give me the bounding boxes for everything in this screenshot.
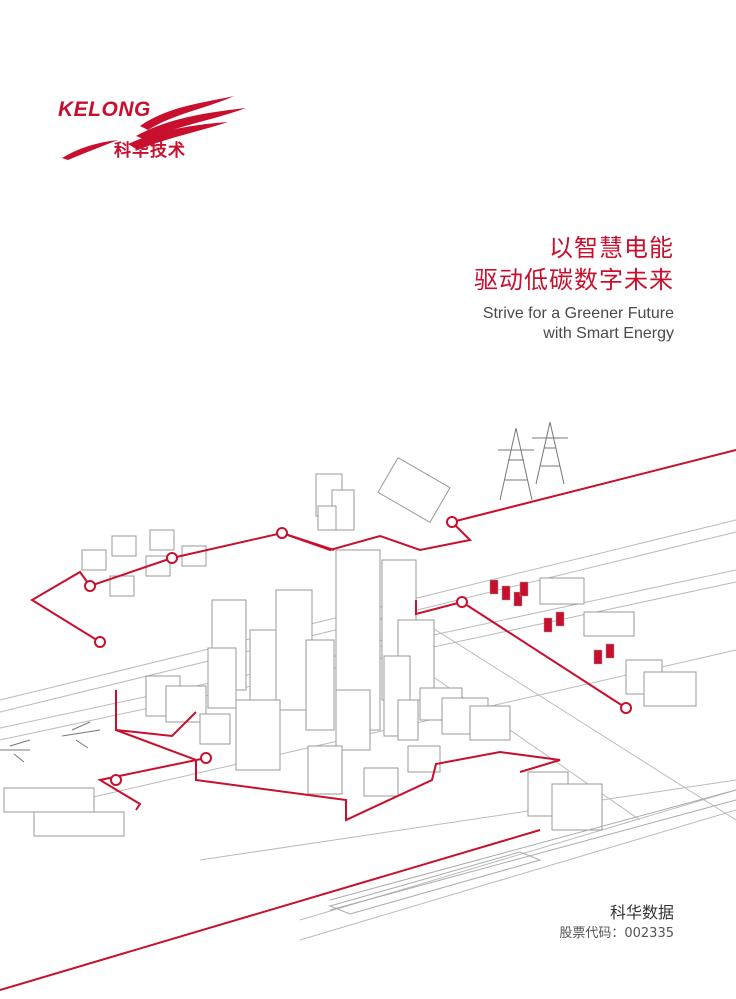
headline-cn-line2: 驱动低碳数字未来	[474, 266, 674, 294]
headline-cn-line1: 以智慧电能	[549, 234, 674, 262]
logo-wordmark: KELONG	[58, 98, 151, 121]
swoosh-icon	[62, 96, 246, 160]
stock-code-line: 股票代码：002335	[559, 924, 674, 944]
logo-chinese-name: 科华技术	[114, 141, 186, 161]
headline: 以智慧电能 驱动低碳数字未来 Strive for a Greener Futu…	[474, 232, 674, 344]
stock-code: 002335	[624, 926, 674, 941]
headline-en-line2: with Smart Energy	[543, 325, 674, 342]
stock-label: 股票代码：	[559, 926, 625, 941]
company-name: 科华数据	[609, 903, 674, 922]
company-info: 科华数据 股票代码：002335	[559, 902, 674, 944]
kelong-logo: KELONG 科华技术	[58, 96, 248, 162]
headline-en-line1: Strive for a Greener Future	[482, 305, 674, 322]
smart-city-illustration	[0, 421, 736, 991]
